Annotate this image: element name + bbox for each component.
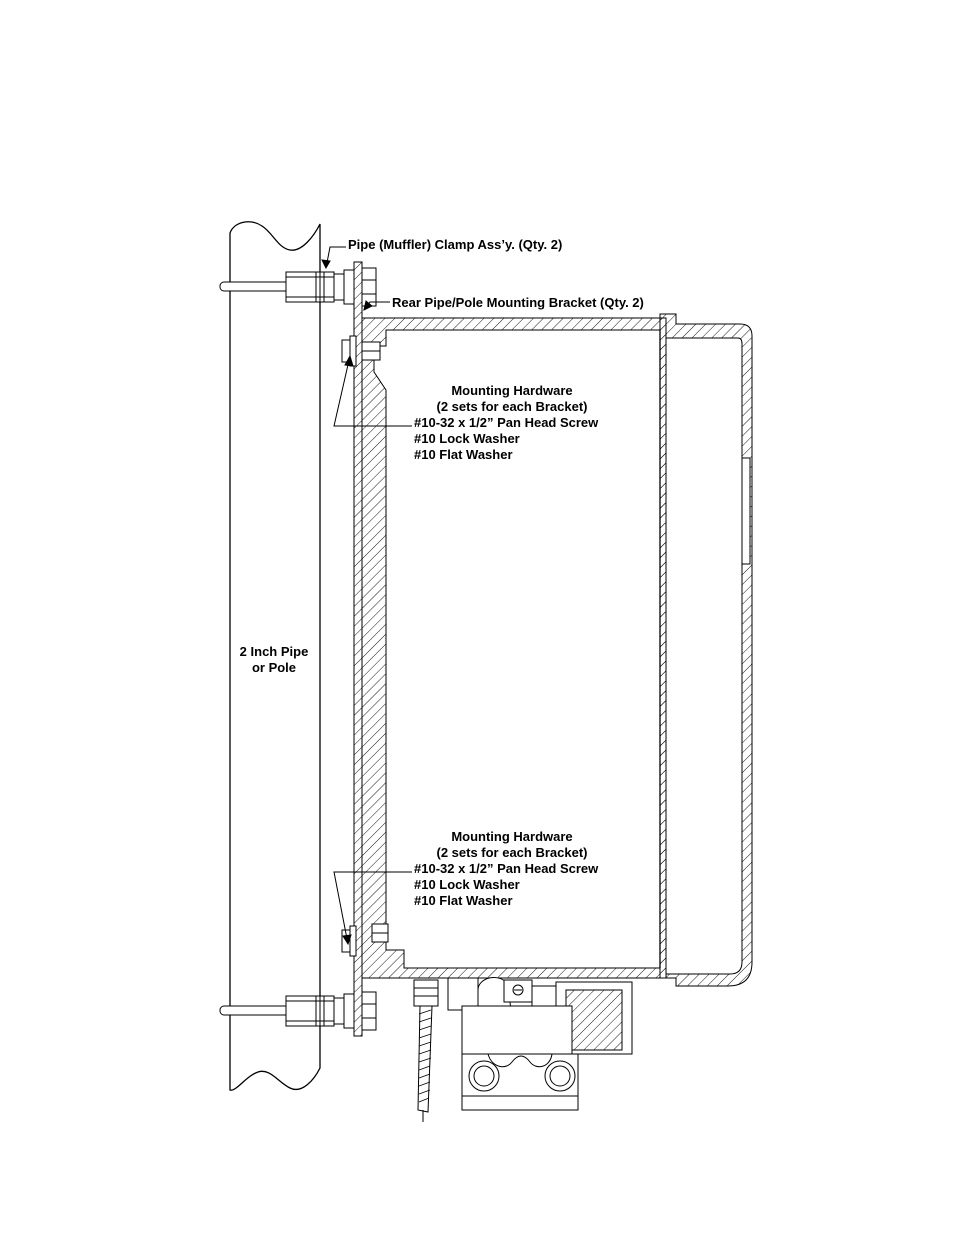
bracket-label: Rear Pipe/Pole Mounting Bracket (Qty. 2) [392, 295, 644, 310]
top-pipe-clamp [219, 267, 377, 307]
bottom-fittings [413, 976, 633, 1122]
hardware-flat-washer: #10 Flat Washer [414, 447, 513, 462]
hardware-sets: (2 sets for each Bracket) [436, 845, 588, 860]
hardware-sets: (2 sets for each Bracket) [436, 399, 588, 414]
hardware-lock-washer: #10 Lock Washer [414, 877, 520, 892]
bottom-hardware-callout: Mounting Hardware (2 sets for each Brack… [414, 829, 610, 909]
pipe-label: 2 Inch Pipe or Pole [226, 644, 322, 676]
pipe [229, 221, 321, 1091]
hardware-title: Mounting Hardware [451, 383, 573, 398]
hardware-screw: #10-32 x 1/2” Pan Head Screw [414, 861, 599, 876]
pipe-label-line1: 2 Inch Pipe [239, 644, 309, 659]
hardware-title: Mounting Hardware [451, 829, 573, 844]
bottom-pipe-clamp [219, 991, 377, 1031]
leader-lines [321, 246, 412, 946]
clamp-label: Pipe (Muffler) Clamp Ass’y. (Qty. 2) [348, 237, 563, 252]
rear-mounting-bracket [353, 261, 363, 1037]
hardware-lock-washer: #10 Lock Washer [414, 431, 520, 446]
enclosure [361, 313, 753, 987]
pipe-label-line2: or Pole [251, 660, 297, 675]
top-hardware-callout: Mounting Hardware (2 sets for each Brack… [414, 383, 610, 463]
hardware-flat-washer: #10 Flat Washer [414, 893, 513, 908]
hardware-screw: #10-32 x 1/2” Pan Head Screw [414, 415, 599, 430]
